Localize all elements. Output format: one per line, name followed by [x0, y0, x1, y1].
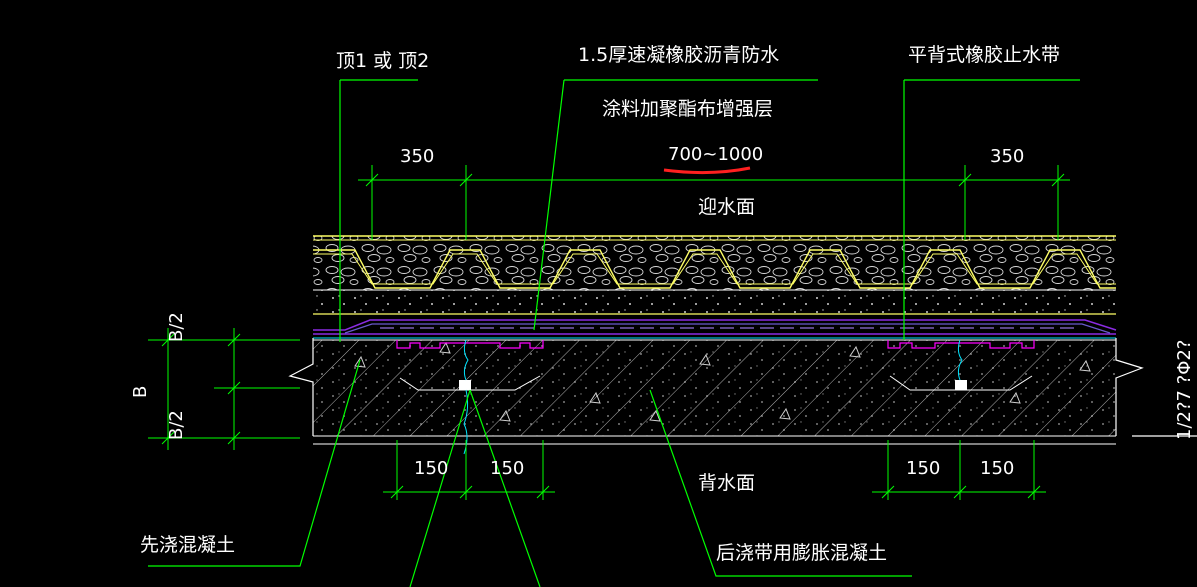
dimension-bottom [383, 440, 1046, 500]
membrane-label-line1: 1.5厚速凝橡胶沥青防水 [578, 44, 780, 66]
screed-layer [313, 289, 1116, 315]
waterstop-label: 平背式橡胶止水带 [908, 44, 1061, 66]
concrete-slab [313, 339, 1116, 445]
water-face-label: 迎水面 [698, 196, 756, 218]
dim-350-left: 350 [400, 146, 435, 167]
dim-150-c: 150 [906, 458, 941, 479]
dim-350-right: 350 [990, 146, 1025, 167]
highlight-underline [663, 166, 751, 175]
joint-right [889, 339, 1033, 391]
post-pour-label: 后浇带用膨胀混凝土 [716, 542, 888, 564]
dim-150-a: 150 [414, 458, 449, 479]
half-b-bottom-label: B/2 [166, 410, 187, 440]
thickness-b-label: B [130, 385, 151, 398]
first-pour-label: 先浇混凝土 [140, 534, 236, 556]
top-reference-label: 顶1 或 顶2 [336, 50, 430, 72]
back-face-label: 背水面 [698, 472, 756, 494]
dim-150-b: 150 [490, 458, 525, 479]
width-range-label: 700~1000 [668, 144, 764, 165]
rebar-note-label: 1/2?7 ?Φ2? [1174, 339, 1195, 440]
membrane-label-line2: 涂料加聚酯布增强层 [602, 98, 774, 120]
leader-lines [148, 79, 1080, 587]
dimension-top [358, 165, 1070, 240]
half-b-top-label: B/2 [166, 312, 187, 342]
protective-layer [313, 235, 1116, 290]
waterproof-membrane [313, 319, 1117, 339]
waterstop-left [396, 340, 544, 349]
break-lines [288, 338, 1197, 437]
waterstop-right [887, 340, 1035, 349]
dim-150-d: 150 [980, 458, 1015, 479]
dimension-left [148, 328, 300, 450]
